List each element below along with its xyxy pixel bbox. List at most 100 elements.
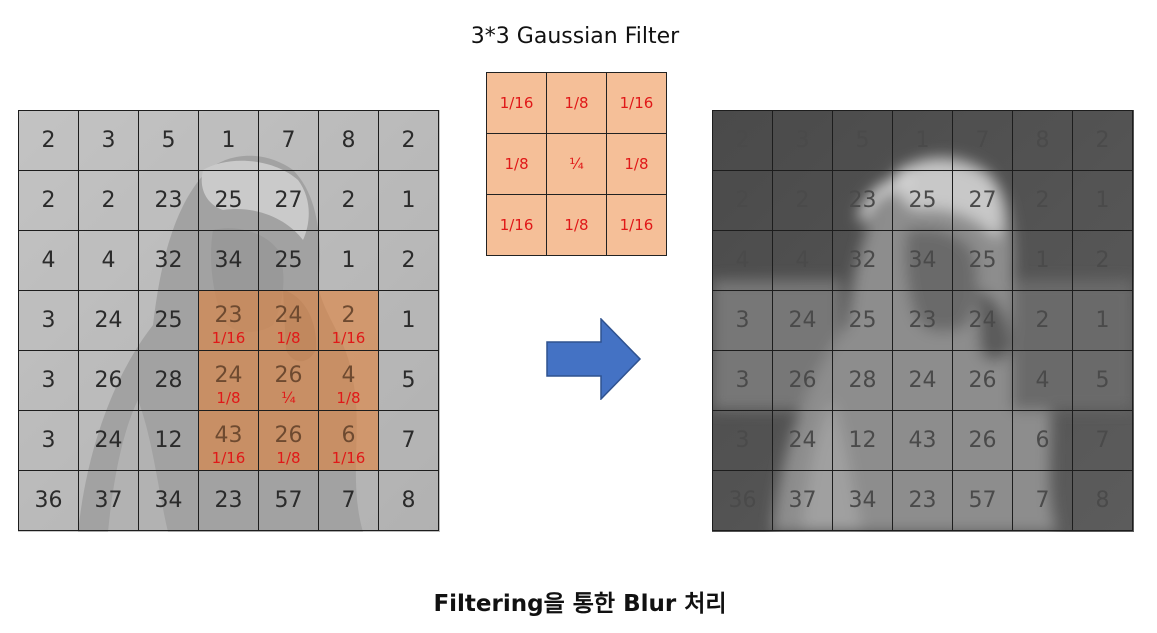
pixel-cell: 2 [712,170,773,231]
pixel-value: 4 [735,247,750,273]
pixel-value: 2 [795,187,810,213]
pixel-value: 26 [274,422,303,448]
pixel-value: 4 [1035,367,1050,393]
pixel-cell: 2 [378,230,439,291]
pixel-value: 36 [728,487,757,513]
pixel-cell: 34 [832,470,893,531]
pixel-value: 7 [975,127,990,153]
kernel-cell: 1/8 [546,72,607,134]
pixel-cell: 2 [378,110,439,171]
pixel-value: 25 [154,307,183,333]
pixel-value: 1 [341,247,356,273]
pixel-cell: 2 [1072,230,1133,291]
pixel-cell: 7 [952,110,1013,171]
kernel-weight-label: 1/16 [331,449,366,467]
pixel-value: 7 [341,487,356,513]
pixel-cell: 1 [1012,230,1073,291]
pixel-value: 8 [401,487,416,513]
pixel-value: 3 [41,427,56,453]
pixel-cell: 43 [892,410,953,471]
pixel-value: 1 [1095,187,1110,213]
pixel-value: 28 [154,367,183,393]
pixel-cell: 1 [198,110,259,171]
pixel-cell: 34 [138,470,199,531]
pixel-value: 1 [401,307,416,333]
pixel-value: 26 [968,427,997,453]
pixel-cell: 24 [78,290,139,351]
pixel-cell: 27 [258,170,319,231]
kernel-weight-label: 1/8 [276,449,301,467]
pixel-cell: 2 [1072,110,1133,171]
kernel-weight-label: 1/16 [211,329,246,347]
pixel-value: 2 [41,187,56,213]
pixel-value: 8 [1035,127,1050,153]
pixel-value: 6 [341,422,356,448]
pixel-value: 25 [848,307,877,333]
pixel-value: 3 [735,367,750,393]
kernel-cell: 1/8 [485,133,548,195]
pixel-cell: 8 [318,110,379,171]
pixel-cell: 3 [18,350,79,411]
pixel-cell: 36 [18,470,79,531]
pixel-value: 24 [274,302,303,328]
pixel-value: 34 [848,487,877,513]
kernel-weight-label: 1/8 [216,389,241,407]
pixel-cell: 8 [1072,470,1133,531]
pixel-cell: 34 [198,230,259,291]
pixel-value: 23 [214,487,243,513]
pixel-value: 3 [795,127,810,153]
pixel-cell: 3 [712,410,773,471]
kernel-cell: 1/16 [485,194,548,256]
pixel-value: 3 [735,307,750,333]
kernel-weight-label: 1/16 [211,449,246,467]
pixel-cell: 25 [832,290,893,351]
pixel-cell: 7 [318,470,379,531]
pixel-cell: 1 [1072,170,1133,231]
pixel-cell: 2 [1012,290,1073,351]
pixel-cell: 2 [78,170,139,231]
pixel-value: 8 [341,127,356,153]
pixel-cell: 24 [772,290,833,351]
pixel-value: 23 [908,487,937,513]
pixel-value: 1 [1095,307,1110,333]
pixel-value: 2 [735,127,750,153]
pixel-value: 4 [41,247,56,273]
kernel-cell: 1/16 [605,72,668,134]
pixel-value: 23 [908,307,937,333]
pixel-cell: 8 [1012,110,1073,171]
pixel-value: 24 [788,307,817,333]
pixel-cell: 1 [378,290,439,351]
pixel-cell: 23 [892,470,953,531]
pixel-cell: 23 [832,170,893,231]
pixel-cell: 26 [952,410,1013,471]
pixel-value: 23 [214,302,243,328]
pixel-cell: 24 [772,410,833,471]
pixel-cell: 24 [892,350,953,411]
pixel-value: 24 [788,427,817,453]
pixel-cell: 37 [772,470,833,531]
pixel-value: 57 [274,487,303,513]
pixel-value: 32 [154,247,183,273]
pixel-value: 2 [41,127,56,153]
pixel-value: 7 [401,427,416,453]
pixel-value: 24 [94,307,123,333]
pixel-cell: 12 [138,410,199,471]
pixel-cell: 25 [258,230,319,291]
pixel-cell: 26 [78,350,139,411]
pixel-cell: 26 [772,350,833,411]
pixel-cell: 24 [78,410,139,471]
pixel-value: 1 [1035,247,1050,273]
